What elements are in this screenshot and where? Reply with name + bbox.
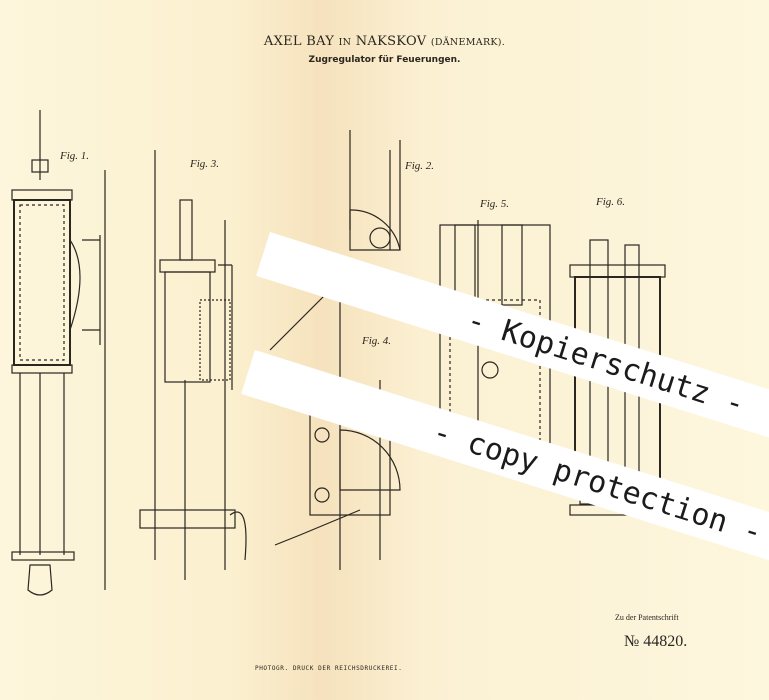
figure-3-drawing: [139, 150, 247, 580]
patent-title: AXEL BAY IN NAKSKOV (DÄNEMARK).: [0, 34, 769, 49]
figure-label-3: Fig. 3.: [190, 158, 220, 170]
figure-label-1: Fig. 1.: [60, 150, 90, 162]
patent-number: № 44820.: [624, 633, 688, 650]
figure-2-drawing: [269, 130, 401, 351]
printer-note: PHOTOGR. DRUCK DER REICHSDRUCKEREI.: [255, 665, 403, 672]
inventor-country: (DÄNEMARK).: [430, 37, 506, 48]
figure-label-5: Fig. 5.: [480, 198, 510, 210]
title-in: IN: [338, 37, 352, 48]
patent-caption: Zu der Patentschrift: [615, 613, 679, 622]
patent-subtitle: Zugregulator für Feuerungen.: [308, 55, 461, 65]
figure-label-6: Fig. 6.: [596, 196, 626, 208]
inventor-name: AXEL BAY: [263, 34, 335, 49]
figure-1-drawing: [11, 110, 106, 596]
figure-label-2: Fig. 2.: [405, 160, 435, 172]
inventor-place: NAKSKOV: [355, 34, 427, 49]
figure-label-4: Fig. 4.: [362, 335, 392, 347]
